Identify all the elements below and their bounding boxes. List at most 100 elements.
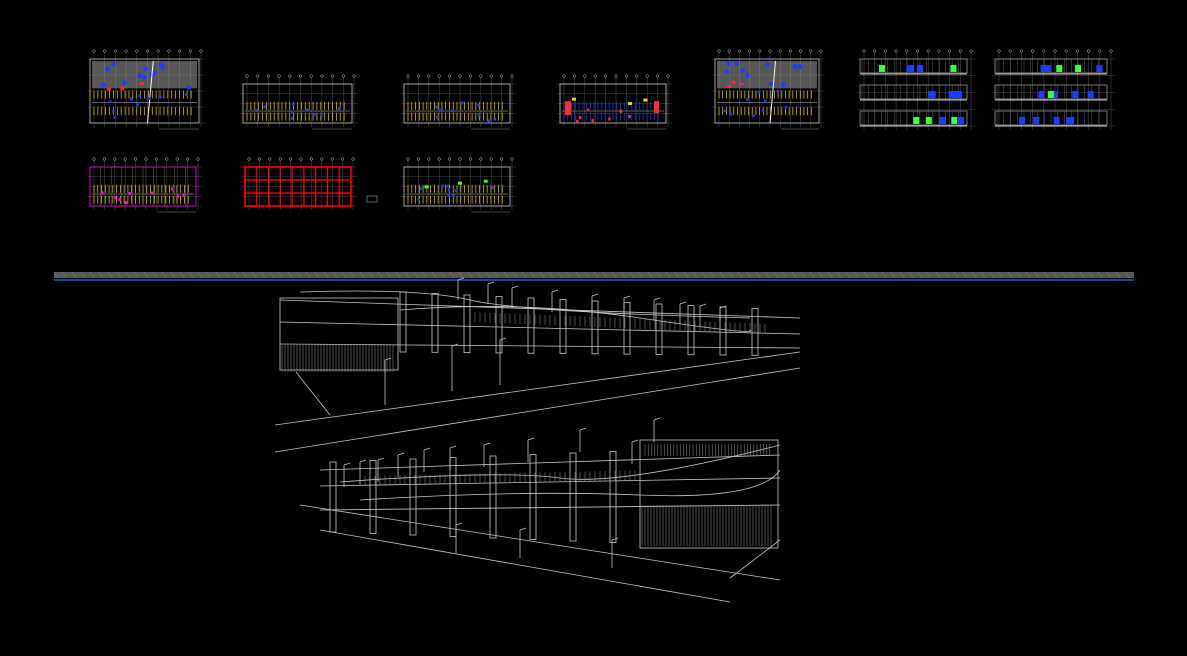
slab-edge <box>319 454 781 471</box>
sheet-frame <box>242 83 353 124</box>
divider-hatch <box>224 271 230 279</box>
divider-hatch <box>935 271 941 279</box>
drawing-sheet-7[interactable] <box>992 49 1115 130</box>
grid-bubble <box>299 157 303 161</box>
fixture-symbol <box>446 184 449 188</box>
grid-bubble <box>1053 49 1057 53</box>
elevation-fill <box>1087 91 1094 98</box>
section-divider <box>53 271 1134 281</box>
column <box>449 457 457 537</box>
elevation-fill <box>1067 117 1074 124</box>
grid-bubble <box>666 74 670 78</box>
fixture-symbol <box>628 115 631 119</box>
column <box>409 458 417 536</box>
drawing-sheets <box>87 49 1115 213</box>
grid-bubble <box>635 74 639 78</box>
column <box>609 451 617 543</box>
lamp-arm <box>719 305 727 309</box>
grid-bubble <box>154 157 158 161</box>
column <box>329 461 337 533</box>
lamp-arm <box>527 437 535 441</box>
divider-hatch <box>620 271 626 279</box>
drawing-sheet-6[interactable] <box>857 49 975 130</box>
perspective-view-lower[interactable] <box>299 417 781 603</box>
drawing-sheet-5[interactable] <box>712 49 825 130</box>
grid-bubble <box>778 49 782 53</box>
accent-symbol <box>643 98 648 102</box>
drawing-sheet-8[interactable] <box>87 157 202 213</box>
grid-bubble <box>437 157 441 161</box>
lamp-arm <box>487 281 495 285</box>
divider-hatch <box>1052 271 1058 279</box>
grid-bubble <box>256 74 260 78</box>
grid-bubble <box>309 157 313 161</box>
grid-bubble <box>330 157 334 161</box>
perspective-view-upper[interactable] <box>274 277 801 453</box>
ground-line <box>729 539 781 579</box>
grid-bubble <box>948 49 952 53</box>
divider-hatch <box>107 271 113 279</box>
column <box>527 297 535 354</box>
divider-hatch <box>656 271 662 279</box>
divider-hatch <box>944 271 950 279</box>
fixture-symbol <box>184 92 188 96</box>
elevation-fill <box>925 117 932 124</box>
divider-hatch <box>629 271 635 279</box>
grid-bubble <box>196 157 200 161</box>
column <box>687 305 695 356</box>
divider-hatch <box>926 271 932 279</box>
divider-hatch <box>1034 271 1040 279</box>
fixture-symbol <box>114 196 117 200</box>
fixture-symbol <box>255 108 258 112</box>
fixture-symbol <box>435 115 439 119</box>
accent-symbol <box>120 87 125 91</box>
divider-hatch <box>683 271 689 279</box>
divider-hatch <box>260 271 266 279</box>
highlight-area <box>565 101 571 116</box>
grid-bubble <box>416 74 420 78</box>
fixture-symbol <box>454 188 458 192</box>
divider-hatch <box>953 271 959 279</box>
grid-bubble <box>309 74 313 78</box>
divider-hatch <box>764 271 770 279</box>
divider-hatch <box>1079 271 1085 279</box>
drawing-sheet-1[interactable] <box>87 49 205 130</box>
drawing-sheet-2[interactable] <box>240 74 358 130</box>
grid-bubble <box>997 49 1001 53</box>
divider-hatch <box>431 271 437 279</box>
divider-hatch <box>116 271 122 279</box>
fixture-symbol <box>136 103 139 107</box>
divider-hatch <box>449 271 455 279</box>
column <box>431 293 439 353</box>
drawing-sheet-9[interactable] <box>242 157 378 210</box>
drawing-sheet-10[interactable] <box>401 157 516 213</box>
divider-hatch <box>458 271 464 279</box>
grid-bubble <box>727 49 731 53</box>
grid-bubble <box>175 157 179 161</box>
elevation-fill <box>950 65 957 72</box>
column <box>495 296 503 354</box>
grid-bubble <box>199 49 203 53</box>
grid-bubble <box>351 157 355 161</box>
lamp-arm <box>499 337 507 341</box>
divider-hatch <box>413 271 419 279</box>
divider-hatch <box>80 271 86 279</box>
grid-bubble <box>277 74 281 78</box>
elevation-fill <box>878 65 885 72</box>
divider-hatch <box>1124 271 1130 279</box>
fixture-symbol <box>147 96 151 100</box>
drawing-sheet-4[interactable] <box>557 74 672 130</box>
divider-hatch <box>512 271 518 279</box>
fixture-symbol <box>460 101 464 105</box>
drawing-sheet-3[interactable] <box>401 74 516 130</box>
ground-line <box>274 367 801 453</box>
grid-bubble <box>134 157 138 161</box>
slab-edge <box>279 343 801 349</box>
fixture-symbol <box>447 193 450 197</box>
divider-hatch <box>647 271 653 279</box>
divider-hatch <box>971 271 977 279</box>
fixture-symbol <box>182 193 185 197</box>
grid-bubble <box>819 49 823 53</box>
tree-symbol <box>792 64 798 69</box>
